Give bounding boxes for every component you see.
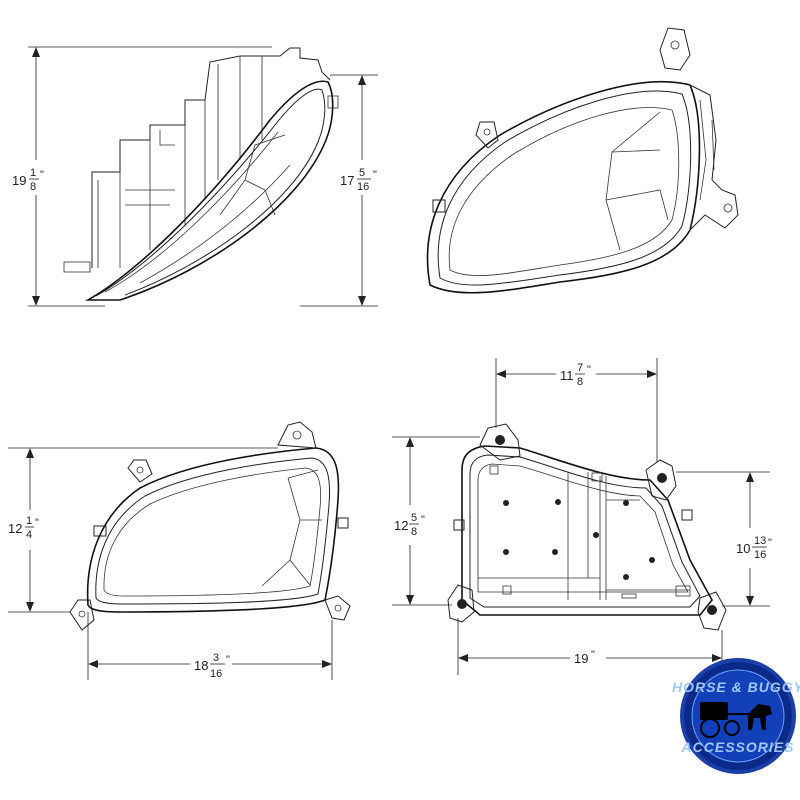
svg-text:17: 17 <box>340 173 354 188</box>
svg-text:1: 1 <box>26 515 32 527</box>
dim-label-side-overall-height: 19 1 8 " <box>12 167 44 193</box>
side-view <box>28 46 378 307</box>
svg-text:": " <box>40 169 44 181</box>
svg-text:": " <box>587 364 591 376</box>
svg-text:5: 5 <box>411 512 417 524</box>
rear-view <box>392 358 770 675</box>
svg-text:4: 4 <box>26 529 32 541</box>
svg-text:1: 1 <box>30 167 36 179</box>
svg-text:11: 11 <box>560 368 574 383</box>
svg-text:": " <box>768 537 772 549</box>
svg-text:16: 16 <box>357 181 369 193</box>
svg-text:": " <box>591 649 595 661</box>
svg-text:8: 8 <box>411 526 417 538</box>
svg-text:5: 5 <box>359 167 365 179</box>
front-view <box>8 421 351 680</box>
svg-text:12: 12 <box>8 521 22 536</box>
dim-label-front-height: 12 1 4 " <box>8 515 39 541</box>
dim-label-side-lens-height: 17 5 16 " <box>340 167 377 193</box>
svg-text:19: 19 <box>12 173 26 188</box>
dim-label-rear-bottom-width: 19 " <box>574 649 595 666</box>
svg-text:16: 16 <box>754 549 766 561</box>
svg-text:19: 19 <box>574 651 588 666</box>
svg-text:3: 3 <box>213 652 219 664</box>
svg-text:": " <box>226 654 230 666</box>
svg-text:8: 8 <box>577 376 583 388</box>
svg-text:": " <box>35 517 39 529</box>
svg-text:10: 10 <box>736 541 750 556</box>
svg-text:": " <box>421 514 425 526</box>
svg-text:12: 12 <box>394 518 408 533</box>
svg-text:ACCESSORIES: ACCESSORIES <box>681 739 795 755</box>
dim-label-rear-left-height: 12 5 8 " <box>394 512 425 538</box>
svg-text:13: 13 <box>754 535 766 547</box>
svg-text:7: 7 <box>577 362 583 374</box>
dim-label-rear-right-height: 10 13 16 " <box>736 535 772 561</box>
svg-text:HORSE & BUGGY: HORSE & BUGGY <box>672 679 800 695</box>
brand-logo: HORSE & BUGGY ACCESSORIES <box>672 658 800 774</box>
isometric-view <box>426 27 739 294</box>
svg-text:16: 16 <box>210 668 222 680</box>
svg-text:8: 8 <box>30 181 36 193</box>
svg-text:": " <box>373 169 377 181</box>
dim-label-front-width: 18 3 16 " <box>194 652 230 680</box>
dim-label-rear-top-width: 11 7 8 " <box>560 362 591 388</box>
horse-buggy-icon <box>700 702 772 738</box>
svg-text:18: 18 <box>194 658 208 673</box>
